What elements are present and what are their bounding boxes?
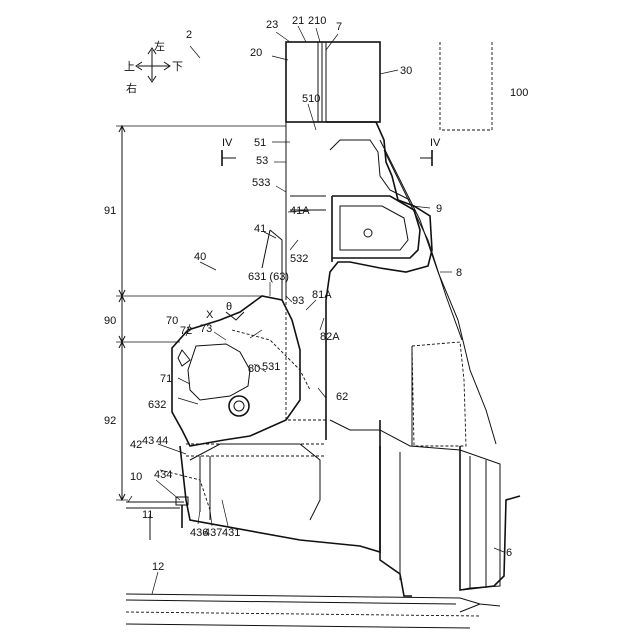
label-73: 73 — [200, 323, 212, 335]
label-70: 70 — [166, 315, 178, 327]
label-8: 8 — [456, 267, 462, 279]
orientation-down-label: 下 — [172, 61, 183, 73]
label-90: 90 — [104, 315, 116, 327]
component-100 — [440, 42, 492, 130]
label-80: 80 — [248, 363, 260, 375]
label-210: 210 — [308, 15, 326, 27]
label-434: 434 — [154, 469, 172, 481]
label-92: 92 — [104, 415, 116, 427]
label-X: X — [206, 309, 214, 321]
orientation-up-label: 上 — [124, 60, 135, 73]
label-632: 632 — [148, 399, 166, 411]
label-531: 531 — [262, 361, 280, 373]
label-7: 7 — [336, 21, 342, 33]
label-81A: 81A — [312, 289, 332, 301]
label-44: 44 — [156, 435, 168, 447]
label-23: 23 — [266, 19, 278, 31]
label-theta: θ — [226, 301, 232, 313]
label-21: 21 — [292, 15, 304, 27]
label-42: 42 — [130, 439, 142, 451]
component-10-11 — [126, 502, 184, 540]
label-40: 40 — [194, 251, 206, 263]
label-30: 30 — [400, 65, 412, 77]
label-510: 510 — [302, 93, 320, 105]
label-431: 431 — [222, 527, 240, 539]
rear-panel-outline — [412, 342, 466, 446]
label-41A: 41A — [290, 205, 310, 217]
label-631: 631 (63) — [248, 271, 289, 283]
label-437: 437 — [204, 527, 222, 539]
label-53: 53 — [256, 155, 268, 167]
label-51: 51 — [254, 137, 266, 149]
label-100: 100 — [510, 87, 528, 99]
label-12: 12 — [152, 561, 164, 573]
main-body — [326, 122, 496, 444]
label-section-IV-right: IV — [430, 137, 441, 149]
label-20: 20 — [250, 47, 262, 59]
orientation-left-label: 左 — [154, 40, 165, 53]
lower-structure — [160, 420, 500, 590]
label-11: 11 — [142, 509, 153, 521]
label-72: 72 — [180, 325, 192, 337]
bracket-70 — [172, 296, 310, 446]
label-section-IV-left: IV — [222, 137, 233, 149]
label-82A: 82A — [320, 331, 340, 343]
component-12 — [126, 594, 500, 628]
label-10: 10 — [130, 471, 142, 483]
orientation-right-label: 右 — [126, 81, 137, 95]
label-93: 93 — [292, 295, 304, 307]
label-533: 533 — [252, 177, 270, 189]
label-41: 41 — [254, 223, 266, 235]
label-43: 43 — [142, 435, 154, 447]
label-71: 71 — [160, 373, 172, 385]
label-2: 2 — [186, 29, 192, 41]
label-62: 62 — [336, 391, 348, 403]
label-532: 532 — [290, 253, 308, 265]
label-91: 91 — [104, 205, 116, 217]
component-6 — [380, 446, 520, 596]
label-9: 9 — [436, 203, 442, 215]
section-markers — [222, 150, 432, 166]
orientation-indicator: 左 上 下 右 — [124, 40, 183, 95]
label-6: 6 — [506, 547, 512, 559]
